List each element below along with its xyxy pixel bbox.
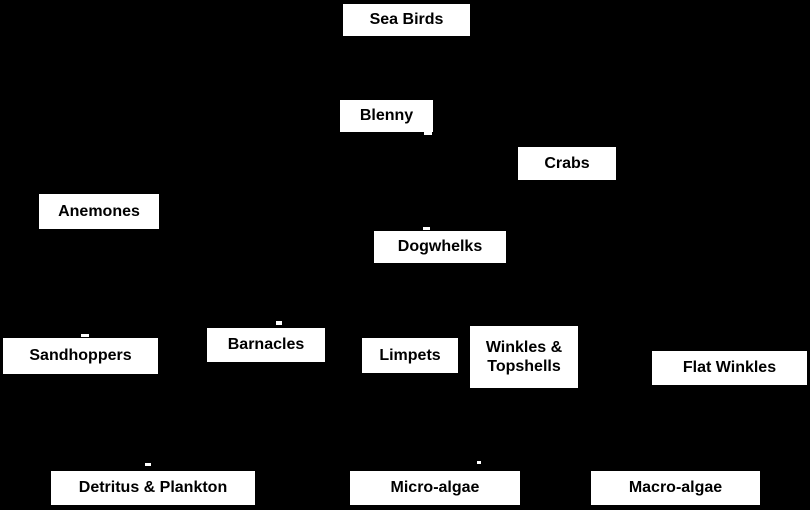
node-sandhoppers: Sandhoppers <box>3 338 158 374</box>
node-sea-birds: Sea Birds <box>343 4 470 36</box>
node-barnacles: Barnacles <box>207 328 325 362</box>
node-macro-algae: Macro-algae <box>591 471 760 505</box>
node-detritus-plankton: Detritus & Plankton <box>51 471 255 505</box>
node-blenny: Blenny <box>340 100 433 132</box>
arrowhead-artifact <box>423 227 430 230</box>
arrowhead-artifact <box>81 334 89 337</box>
arrowhead-artifact <box>145 463 151 466</box>
node-dogwhelks: Dogwhelks <box>374 231 506 263</box>
node-flat-winkles: Flat Winkles <box>652 351 807 385</box>
arrowhead-artifact <box>276 321 282 325</box>
node-winkles-topshells: Winkles & Topshells <box>470 326 578 388</box>
arrowhead-artifact <box>424 132 432 135</box>
node-crabs: Crabs <box>518 147 616 180</box>
arrowhead-artifact <box>477 461 481 464</box>
node-anemones: Anemones <box>39 194 159 229</box>
node-micro-algae: Micro-algae <box>350 471 520 505</box>
node-limpets: Limpets <box>362 338 458 373</box>
